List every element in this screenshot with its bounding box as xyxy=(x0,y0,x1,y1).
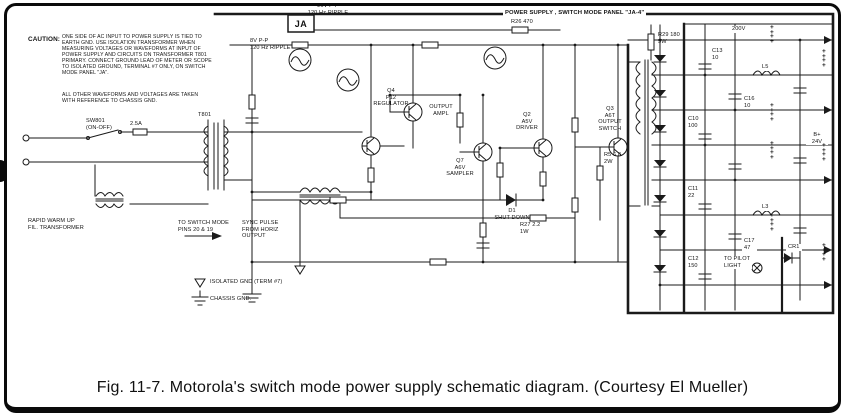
switch-transformer-symbol xyxy=(627,59,661,207)
annotation-c13: C13 10 xyxy=(710,48,725,62)
annotation-c16: C16 10 xyxy=(742,96,757,110)
annotation-r5: R5 6.8 2W xyxy=(604,152,622,165)
annotation-sw801: SW801 (ON-OFF) xyxy=(86,118,112,131)
annotation-200v: 200V xyxy=(730,26,748,33)
annotation-ripple-26v: 26V P-P 120 Hz RIPPLE xyxy=(307,3,349,16)
annotation-t801: T801 xyxy=(198,112,212,118)
polarity-marks-7: + + + + xyxy=(822,242,826,264)
annotation-q4: Q4 P12 REGULATOR xyxy=(373,88,409,108)
legend-chassis-gnd: CHASSIS GND. xyxy=(210,296,252,302)
switch-symbol xyxy=(87,129,119,139)
annotation-cr1: CR1 xyxy=(786,244,802,251)
annotation-c11: C11 22 xyxy=(686,186,701,200)
annotation-c12: C12 150 xyxy=(686,256,701,270)
annotation-ripple-8v: 8V P-P 120 Hz RIPPLE xyxy=(250,38,291,51)
annotation-q3: Q3 A6T OUTPUT SWITCH xyxy=(598,106,622,132)
annotation-q7: Q7 A6V SAMPLER xyxy=(446,158,474,178)
schematic-drawing xyxy=(22,12,835,315)
polarity-marks-2: + + + + xyxy=(770,102,774,124)
annotation-l5: L5 xyxy=(760,64,771,71)
resistor-symbols xyxy=(248,26,655,266)
annotation-output-ampl: OUTPUT AMPL xyxy=(429,104,453,117)
annotation-c10: C10 100 xyxy=(686,116,701,130)
diode-and-dot-symbols xyxy=(212,36,832,289)
sync-transformer-symbol xyxy=(251,187,461,263)
annotation-r26: R26 470 xyxy=(511,19,533,25)
caution-text-1: ONE SIDE OF AC INPUT TO POWER SUPPLY IS … xyxy=(62,34,212,76)
annotation-d1: D1 SHUT DOWN xyxy=(494,208,530,221)
figure-caption: Fig. 11-7. Motorola's switch mode power … xyxy=(96,379,749,396)
panel-tag: JA xyxy=(294,19,308,29)
legend-isolated-gnd: ISOLATED GND (TERM #7) xyxy=(210,279,283,285)
annotation-to-switch-mode: TO SWITCH MODE PINS 20 & 19 xyxy=(178,220,230,233)
annotation-b-plus: B+ 24V xyxy=(806,132,828,146)
annotation-r29: R29 180 5W xyxy=(658,32,680,45)
transistor-symbols xyxy=(361,102,628,162)
annotation-l3: L3 xyxy=(760,204,771,211)
polarity-marks-5: + + + + xyxy=(822,48,826,70)
annotation-q2: Q2 A5V DRIVER xyxy=(516,112,538,132)
fuse-symbol xyxy=(132,128,148,136)
panel-title: POWER SUPPLY , SWITCH MODE PANEL "JA-4" xyxy=(503,10,647,17)
ground-symbols xyxy=(191,261,306,306)
fil-transformer-symbol xyxy=(95,192,124,208)
annotation-fuse: 2.5A xyxy=(130,121,142,127)
waveform-symbols xyxy=(288,46,507,92)
annotation-sync-pulse: SYNC PULSE FROM HORIZ OUTPUT xyxy=(242,220,279,240)
scan-edge-mark xyxy=(0,160,7,182)
panel-tag-box xyxy=(287,14,315,33)
caution-label: CAUTION: xyxy=(28,36,61,43)
annotation-rapid-warm-up: RAPID WARM UP FIL. TRANSFORMER xyxy=(28,218,84,231)
schematic-area: CAUTION: ONE SIDE OF AC INPUT TO POWER S… xyxy=(22,3,835,315)
annotation-r27: R27 2.2 1W xyxy=(520,222,541,235)
annotation-to-pilot-light: TO PILOT LIGHT xyxy=(722,256,753,270)
choke-coil-symbols xyxy=(752,70,781,217)
polarity-marks-3: + + + + xyxy=(770,140,774,162)
polarity-marks-1: + + + + xyxy=(770,24,774,46)
power-transformer-symbol xyxy=(203,122,229,190)
polarity-marks-4: + + + + xyxy=(770,212,774,234)
caution-text-2: ALL OTHER WAVEFORMS AND VOLTAGES ARE TAK… xyxy=(62,92,199,104)
capacitor-symbols xyxy=(245,63,807,280)
polarity-marks-6: + + + + xyxy=(822,142,826,164)
annotation-c17: C17 47 xyxy=(742,238,757,252)
